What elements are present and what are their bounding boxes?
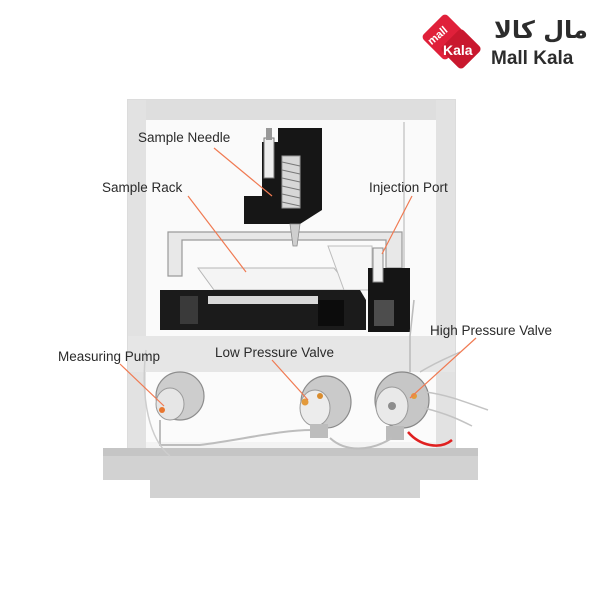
base-top-edge <box>103 448 478 456</box>
tubing-high-valve-out-3 <box>419 351 461 373</box>
leader-high-pressure-valve <box>409 337 477 399</box>
right-support-window <box>374 300 394 326</box>
leader-sample-rack <box>187 195 247 273</box>
cabinet-left-side <box>128 100 146 455</box>
high-pressure-valve-stem <box>386 426 404 440</box>
high-pressure-valve-port <box>411 393 417 399</box>
measuring-pump-face <box>155 387 185 421</box>
measuring-pump-port <box>159 407 165 413</box>
tubing-high-valve-out-2 <box>423 407 473 427</box>
needle-syringe <box>263 137 275 179</box>
tubing-high-valve-up <box>409 299 415 372</box>
logo-badge-bottom-text: Kala <box>443 42 473 58</box>
logo-arabic-text: مال کالا <box>494 16 588 44</box>
logo-english-text: Mall Kala <box>491 48 574 69</box>
needle-syringe-cap <box>266 128 272 140</box>
logo-badge-icon <box>422 14 481 69</box>
label-injection-port: Injection Port <box>369 180 448 195</box>
label-sample-needle: Sample Needle <box>138 130 231 145</box>
tubing-high-valve-out-1 <box>424 391 489 411</box>
label-sample-rack: Sample Rack <box>102 180 183 195</box>
needle-tip <box>289 223 301 247</box>
tray-slot-2 <box>208 296 318 304</box>
label-high-pressure-valve: High Pressure Valve <box>430 323 553 338</box>
cabinet-base <box>103 452 478 498</box>
leader-sample-needle <box>213 147 273 197</box>
tray-slot-3 <box>318 300 344 326</box>
tubing-low-to-high-valve <box>329 437 393 450</box>
needle-spring-coils <box>281 161 301 207</box>
sample-rack-plate <box>197 267 354 291</box>
gantry-frame <box>167 231 403 277</box>
label-low-pressure-valve: Low Pressure Valve <box>215 345 335 360</box>
low-pressure-valve-port-a <box>301 398 309 406</box>
high-pressure-valve-center <box>388 402 396 410</box>
injection-port-body <box>372 247 384 283</box>
tubing-pump-to-low-valve <box>159 420 313 446</box>
mall-kala-logo: mall Kala مال کالا Mall Kala <box>416 14 592 78</box>
leader-measuring-pump <box>119 363 165 407</box>
cabinet-top-bar <box>128 100 455 120</box>
leader-low-pressure-valve <box>271 359 309 401</box>
label-measuring-pump: Measuring Pump <box>58 349 161 364</box>
leader-injection-port <box>381 195 413 255</box>
low-pressure-valve-stem <box>310 424 328 438</box>
low-pressure-valve-port-b <box>317 393 323 399</box>
red-wire <box>407 431 453 447</box>
middle-shelf <box>128 336 455 372</box>
cabinet-right-side <box>436 100 455 455</box>
tray-slot-1 <box>180 296 198 324</box>
tubing-loop-left <box>143 349 171 457</box>
